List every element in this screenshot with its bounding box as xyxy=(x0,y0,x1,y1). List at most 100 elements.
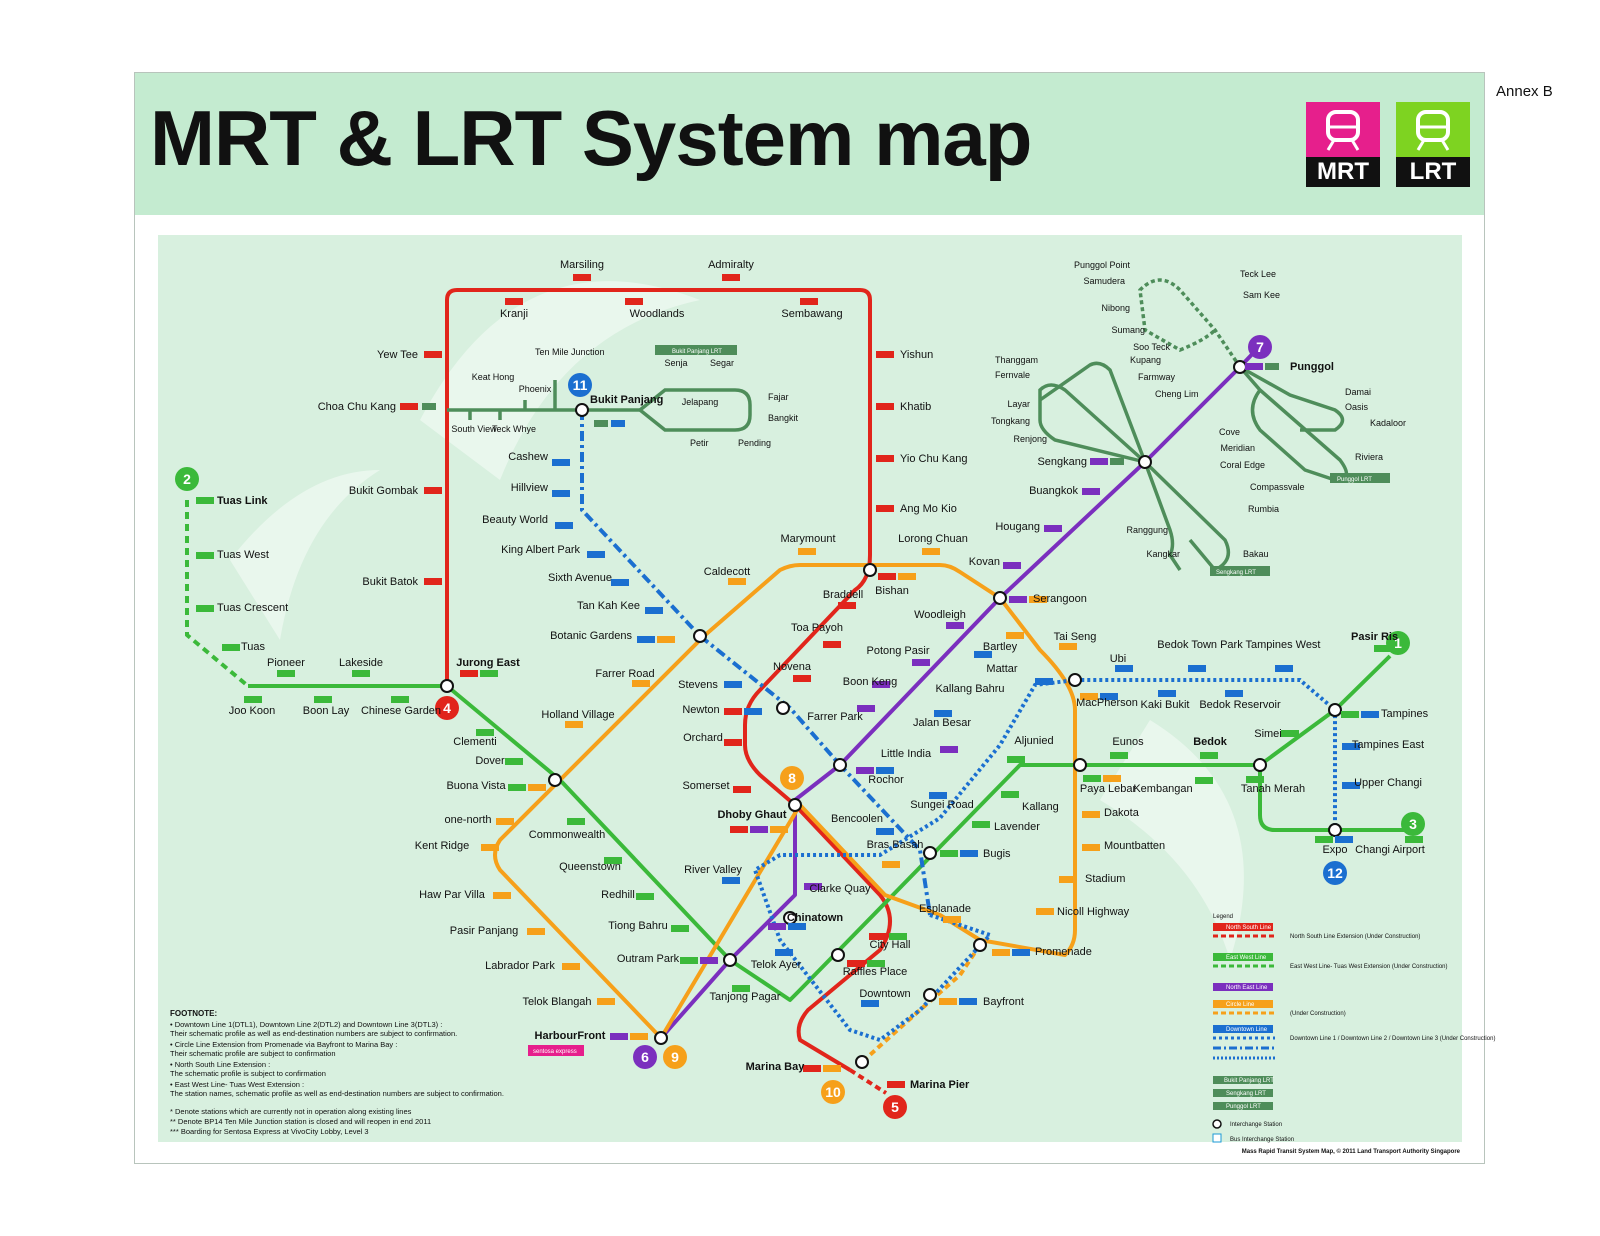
station-coral-edge: Coral Edge xyxy=(1220,460,1265,470)
line-badge-6 xyxy=(633,1045,657,1069)
station-code-tag xyxy=(424,578,442,585)
map-label: (Under Construction) xyxy=(1290,1011,1346,1017)
station-code-tag xyxy=(1281,730,1299,737)
station-rochor: Rochor xyxy=(868,774,904,786)
page-title: MRT & LRT System map xyxy=(150,94,1032,182)
station-somerset: Somerset xyxy=(682,780,729,792)
bp-lrt-tag-label: Bukit Panjang LRT xyxy=(672,349,722,355)
map-shape xyxy=(1239,365,1345,432)
station-code-tag xyxy=(1213,953,1273,961)
station-jelapang: Jelapang xyxy=(682,397,719,407)
station-code-tag xyxy=(1110,752,1128,759)
footnote-heading: FOOTNOTE: xyxy=(170,1009,217,1018)
station-kangkar: Kangkar xyxy=(1146,549,1180,559)
station-bras-basah: Bras Basah xyxy=(867,839,924,851)
station-khatib: Khatib xyxy=(900,401,931,413)
station-code-tag xyxy=(724,681,742,688)
station-code-tag xyxy=(496,818,514,825)
station-tai-seng: Tai Seng xyxy=(1054,631,1097,643)
station-code-tag xyxy=(1213,923,1273,931)
station-tanah-merah: Tanah Merah xyxy=(1241,783,1305,795)
station-code-tag xyxy=(657,636,675,643)
station-kaki-bukit: Kaki Bukit xyxy=(1141,699,1190,711)
bp-lrt-tag xyxy=(655,345,737,355)
station-code-tag xyxy=(856,767,874,774)
station-code-tag xyxy=(876,351,894,358)
station-code-tag xyxy=(929,792,947,799)
map-label: East West Line- Tuas West Extension (Und… xyxy=(1290,964,1448,970)
station-code-tag xyxy=(1103,775,1121,782)
north-south-extension xyxy=(848,1068,888,1095)
station-mountbatten: Mountbatten xyxy=(1104,840,1165,852)
title-band xyxy=(135,73,1484,215)
background-swoosh xyxy=(230,281,1244,960)
station-keat-hong: Keat Hong xyxy=(472,372,515,382)
line-badge-1-label: 1 xyxy=(1394,635,1402,651)
station-buangkok: Buangkok xyxy=(1029,485,1078,497)
station-code-tag xyxy=(1036,908,1054,915)
station-code-tag xyxy=(922,548,940,555)
station-stadium: Stadium xyxy=(1085,873,1125,885)
station-code-tag xyxy=(562,963,580,970)
line-badge-2 xyxy=(175,467,199,491)
station-code-tag xyxy=(940,746,958,753)
station-kembangan: Kembangan xyxy=(1133,783,1192,795)
station-code-tag xyxy=(940,850,958,857)
interchange-marina-bay xyxy=(855,1055,869,1069)
station-code-tag xyxy=(505,298,523,305)
station-code-tag xyxy=(889,933,907,940)
footnote-line: ** Denote BP14 Ten Mile Junction station… xyxy=(170,1117,431,1126)
station-novena: Novena xyxy=(773,661,812,673)
station-cashew: Cashew xyxy=(508,451,548,463)
interchange-expo xyxy=(1328,823,1342,837)
station-kranji: Kranji xyxy=(500,308,528,320)
sentosa-express-label: sentosa express xyxy=(533,1049,577,1055)
station-code-tag xyxy=(934,710,952,717)
station-pioneer: Pioneer xyxy=(267,657,305,669)
station-pasir-panjang: Pasir Panjang xyxy=(450,925,519,937)
station-code-tag xyxy=(610,1033,628,1040)
line-badge-7 xyxy=(1248,335,1272,359)
station-code-tags xyxy=(196,274,1423,1088)
interchange-bayfront xyxy=(923,988,937,1002)
station-yishun: Yishun xyxy=(900,349,933,361)
station-code-tag xyxy=(1246,776,1264,783)
station-code-tag xyxy=(793,675,811,682)
station-code-tag xyxy=(1265,363,1279,370)
map-label: Downtown Line xyxy=(1226,1027,1268,1033)
station-sengkang: Sengkang xyxy=(1037,456,1087,468)
line-badge-5-label: 5 xyxy=(891,1099,899,1115)
station-code-tag xyxy=(671,925,689,932)
station-one-north: one-north xyxy=(444,814,491,826)
station-potong-pasir: Potong Pasir xyxy=(867,645,930,657)
station-paya-lebar: Paya Lebar xyxy=(1080,783,1137,795)
station-code-tag xyxy=(1009,596,1027,603)
station-upper-changi: Upper Changi xyxy=(1354,777,1422,789)
station-code-tag xyxy=(1188,665,1206,672)
station-teck-lee: Teck Lee xyxy=(1240,269,1276,279)
station-code-tag xyxy=(974,651,992,658)
station-code-tag xyxy=(700,957,718,964)
sentosa-express-tag xyxy=(528,1045,584,1056)
interchange-tanah-merah xyxy=(1253,758,1267,772)
station-code-tag xyxy=(505,758,523,765)
map-label: East West Line xyxy=(1226,955,1267,961)
map-shape xyxy=(637,388,752,432)
station-code-tag xyxy=(476,729,494,736)
station-code-tag xyxy=(1110,458,1124,465)
station-serangoon: Serangoon xyxy=(1033,593,1087,605)
station-code-tag xyxy=(400,403,418,410)
station-code-tag xyxy=(1200,752,1218,759)
station-code-tag xyxy=(1335,836,1353,843)
station-code-tag xyxy=(391,696,409,703)
station-changi-airport: Changi Airport xyxy=(1355,844,1425,856)
station-code-tag xyxy=(1059,876,1077,883)
station-bangkit: Bangkit xyxy=(768,413,799,423)
station-little-india: Little India xyxy=(881,748,932,760)
station-code-tag xyxy=(1213,1089,1273,1097)
station-code-tag xyxy=(481,844,499,851)
station-code-tag xyxy=(567,818,585,825)
station-hillview: Hillview xyxy=(511,482,548,494)
station-segar: Segar xyxy=(710,358,734,368)
map-label: North South Line Extension (Under Constr… xyxy=(1290,934,1420,940)
